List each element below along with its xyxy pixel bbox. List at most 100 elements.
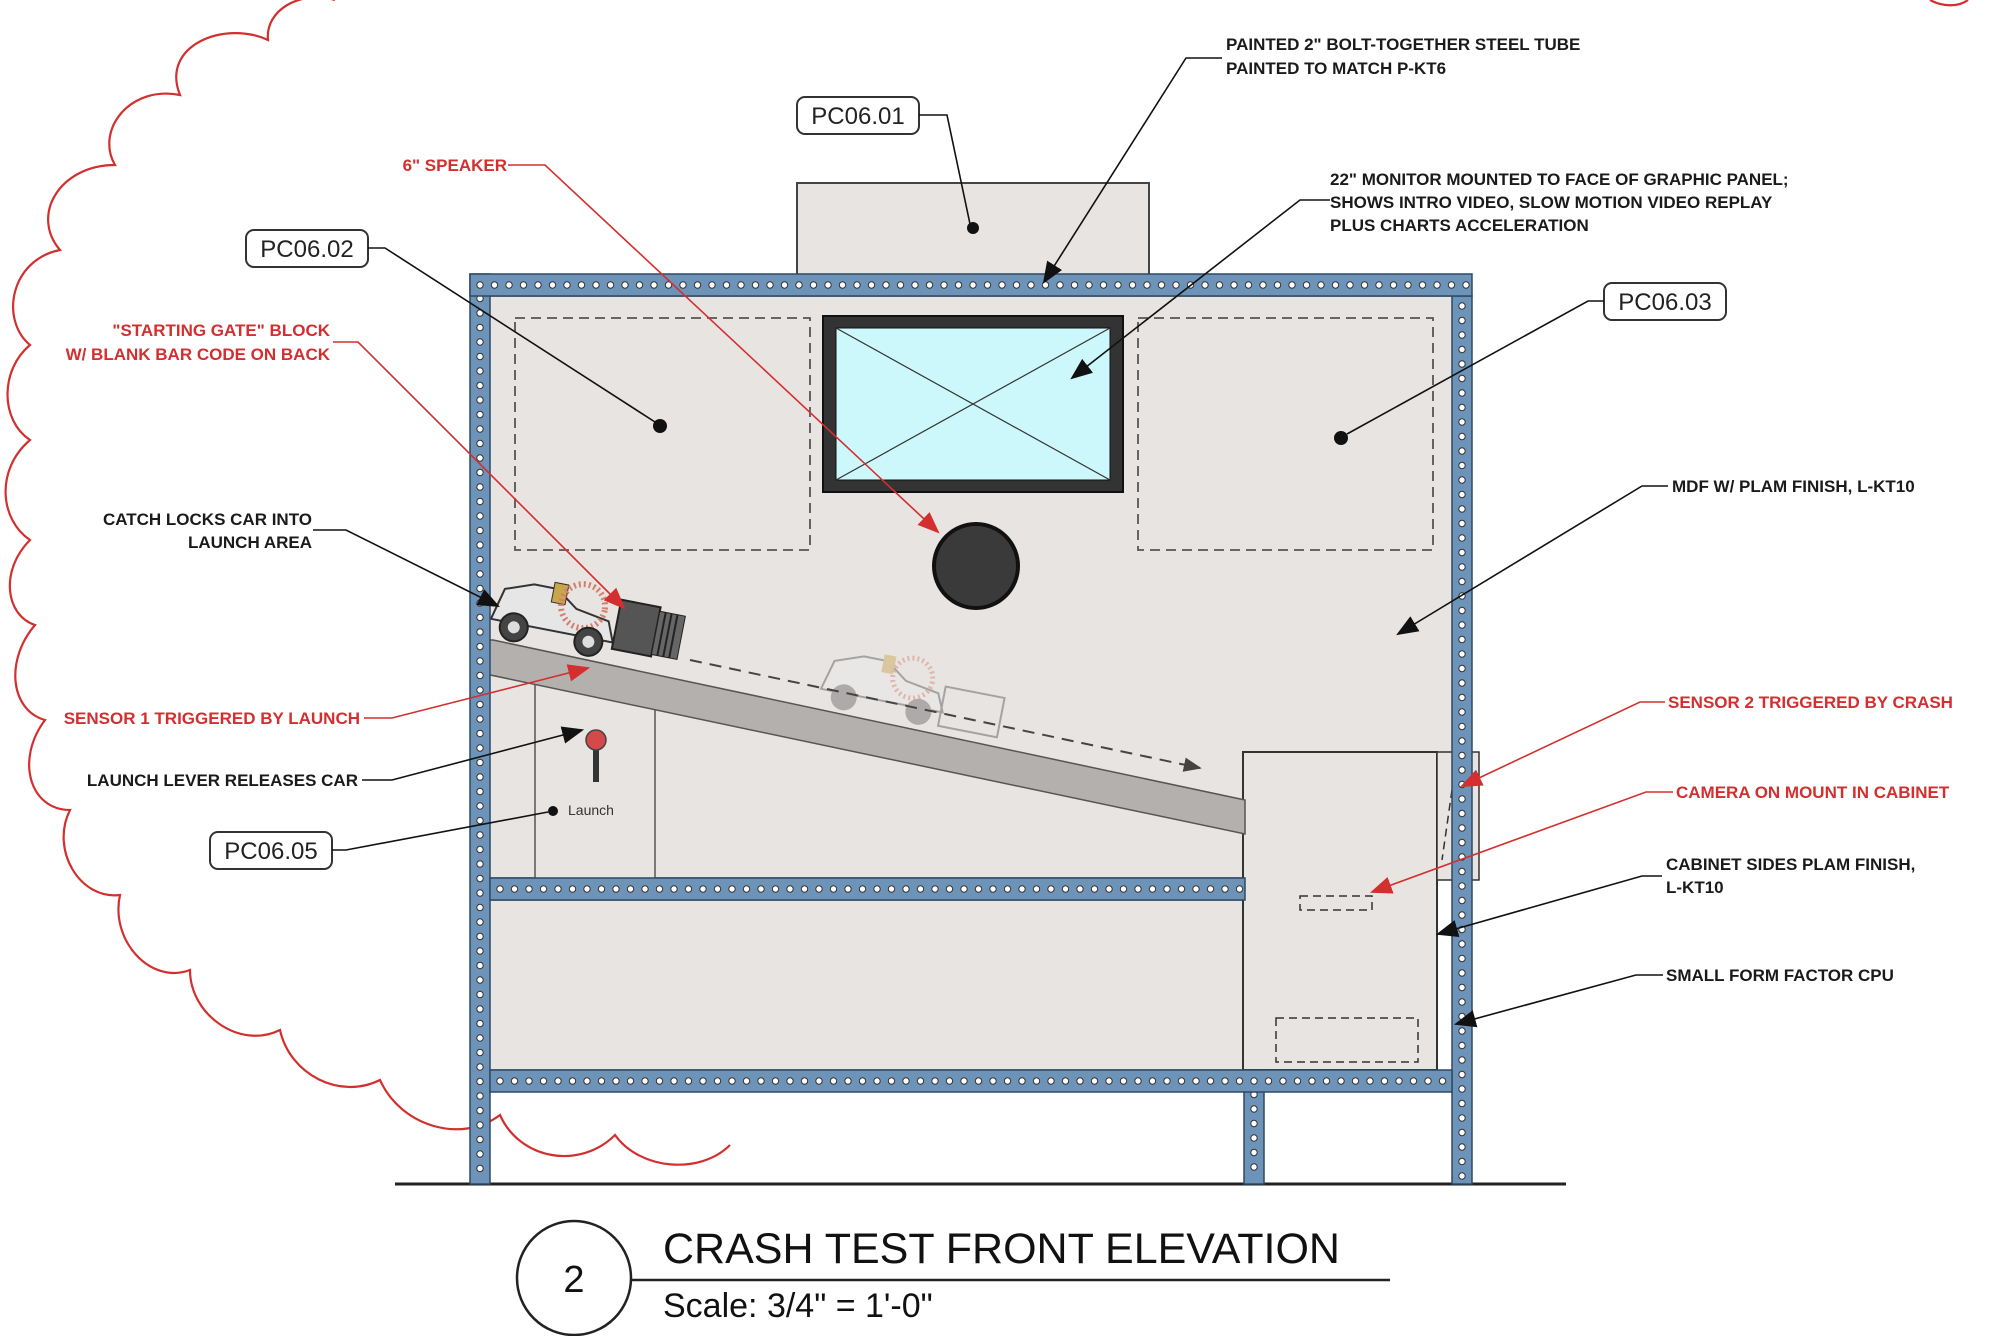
- frame-bolt-hole: [1458, 1056, 1466, 1064]
- frame-bolt-hole: [1351, 1077, 1360, 1085]
- frame-bolt-hole: [1047, 885, 1055, 893]
- cpu-dashed: [1275, 1017, 1419, 1063]
- frame-bolt-hole: [597, 1077, 606, 1085]
- frame-bolt-hole: [577, 281, 586, 289]
- frame-bolt-hole: [1458, 1099, 1466, 1108]
- frame-bolt-hole: [809, 281, 818, 289]
- frame-bolt-hole: [1259, 281, 1267, 289]
- note-mdf: MDF W/ PLAM FINISH, L-KT10: [1672, 477, 1915, 496]
- frame-bolt-hole: [867, 281, 876, 289]
- frame-bolt-hole: [476, 1121, 484, 1129]
- frame-bolt-hole: [476, 1005, 484, 1013]
- frame-bolt-hole: [1322, 1077, 1331, 1085]
- frame-bolt-hole: [1458, 708, 1466, 716]
- frame-bolt-hole: [1458, 795, 1466, 803]
- frame-bolt-hole: [844, 1077, 852, 1085]
- frame-bolt-hole: [916, 1077, 925, 1085]
- frame-bolt-hole: [1032, 885, 1041, 893]
- frame-bolt-hole: [1264, 1077, 1273, 1085]
- frame-bolt-hole: [1458, 1128, 1466, 1137]
- frame-bolt-hole: [1201, 281, 1209, 289]
- frame-bolt-hole: [684, 885, 693, 893]
- frame-bolt-hole: [1458, 505, 1466, 513]
- frame-bolt-hole: [693, 281, 702, 289]
- frame-bolt-hole: [1177, 885, 1186, 893]
- frame-bolt-hole: [742, 885, 751, 893]
- frame-bolt-hole: [1056, 281, 1064, 289]
- frame-bolt-hole: [519, 281, 528, 289]
- launch-label: Launch: [568, 802, 614, 818]
- frame-bolt-hole: [476, 352, 484, 361]
- frame-bolt-hole: [786, 885, 794, 893]
- frame-bolt-hole: [742, 1077, 751, 1085]
- frame-bolt-hole: [1458, 722, 1466, 731]
- frame-bolt-hole: [476, 700, 484, 709]
- frame-bolt-hole: [476, 541, 484, 549]
- trajectory-arrow: [689, 659, 1202, 772]
- frame-bolt-hole: [1027, 281, 1035, 289]
- frame-bolt-hole: [1070, 281, 1079, 289]
- svg-text:PC06.03: PC06.03: [1618, 289, 1711, 316]
- frame-bolt-hole: [476, 642, 484, 651]
- frame-bolt-hole: [815, 1077, 823, 1085]
- frame-bolt-hole: [838, 281, 847, 289]
- leader-sensor2: [1460, 701, 1665, 787]
- frame-bolt-hole: [1163, 885, 1171, 893]
- tag-pc0601: PC06.01: [796, 96, 920, 135]
- frame-bolt-hole: [476, 715, 484, 723]
- frame-bolt-hole: [1458, 1172, 1466, 1180]
- frame-bolt-hole: [1458, 621, 1466, 629]
- frame-bolt-hole: [722, 281, 731, 289]
- frame-bolt-hole: [766, 281, 774, 289]
- frame-bolt-hole: [476, 570, 484, 578]
- frame-bolt-hole: [1250, 1134, 1258, 1142]
- leader-lever: [362, 726, 585, 781]
- frame-bolt-hole: [626, 885, 635, 893]
- frame-bolt-hole: [641, 1077, 649, 1085]
- frame-bolt-hole: [539, 1077, 548, 1085]
- frame-bolt-hole: [1458, 838, 1466, 847]
- leader-gate: [333, 341, 626, 610]
- frame-bolt-hole: [583, 885, 591, 893]
- frame-bolt-hole: [1458, 737, 1466, 745]
- frame-bolt-hole: [1250, 1148, 1258, 1157]
- frame-bolt-hole: [1458, 940, 1466, 948]
- frame-bolt-hole: [612, 885, 620, 893]
- frame-bolt-hole: [679, 281, 687, 289]
- frame-bolt-hole: [525, 1077, 533, 1085]
- leader-mdf: [1396, 485, 1668, 636]
- frame-bolt-hole: [1192, 885, 1200, 893]
- frame-bolt-hole: [1018, 1077, 1026, 1085]
- frame-bolt-hole: [989, 1077, 997, 1085]
- frame-bolt-hole: [1418, 281, 1427, 289]
- frame-bolt-hole: [476, 1106, 484, 1115]
- frame-bolt-hole: [1458, 635, 1466, 644]
- frame-bolt-hole: [490, 281, 499, 289]
- frame-bolt-hole: [1458, 983, 1466, 992]
- leader-pc0605: [332, 811, 549, 851]
- note-tube-1: PAINTED 2" BOLT-TOGETHER STEEL TUBE: [1226, 35, 1580, 54]
- frame-bolt-hole: [626, 1077, 635, 1085]
- frame-bolt-hole: [1221, 1077, 1229, 1085]
- frame-bolt-hole: [684, 1077, 693, 1085]
- drawing-title: CRASH TEST FRONT ELEVATION: [663, 1225, 1340, 1273]
- frame-bolt-hole: [974, 1077, 983, 1085]
- frame-bolt-hole: [476, 1077, 484, 1086]
- frame-bolt-hole: [476, 396, 484, 404]
- frame-bolt-hole: [1458, 461, 1466, 470]
- leader-speaker: [508, 164, 940, 534]
- frame-bolt-hole: [1380, 1077, 1389, 1085]
- frame-bolt-hole: [496, 1077, 504, 1085]
- frame-bolt-hole: [1409, 1077, 1418, 1085]
- frame-bolt-hole: [476, 1048, 484, 1057]
- frame-bolt-hole: [737, 281, 745, 289]
- title-number: 2: [563, 1259, 584, 1301]
- frame-bolt-hole: [476, 903, 484, 912]
- frame-bolt-hole: [670, 885, 678, 893]
- note-catch-2: LAUNCH AREA: [188, 533, 312, 552]
- frame-bolt-hole: [844, 885, 852, 893]
- frame-bolt-hole: [525, 885, 533, 893]
- frame-bolt-hole: [476, 1135, 484, 1144]
- frame-bolt-hole: [655, 1077, 664, 1085]
- frame-bolt-hole: [1163, 1077, 1171, 1085]
